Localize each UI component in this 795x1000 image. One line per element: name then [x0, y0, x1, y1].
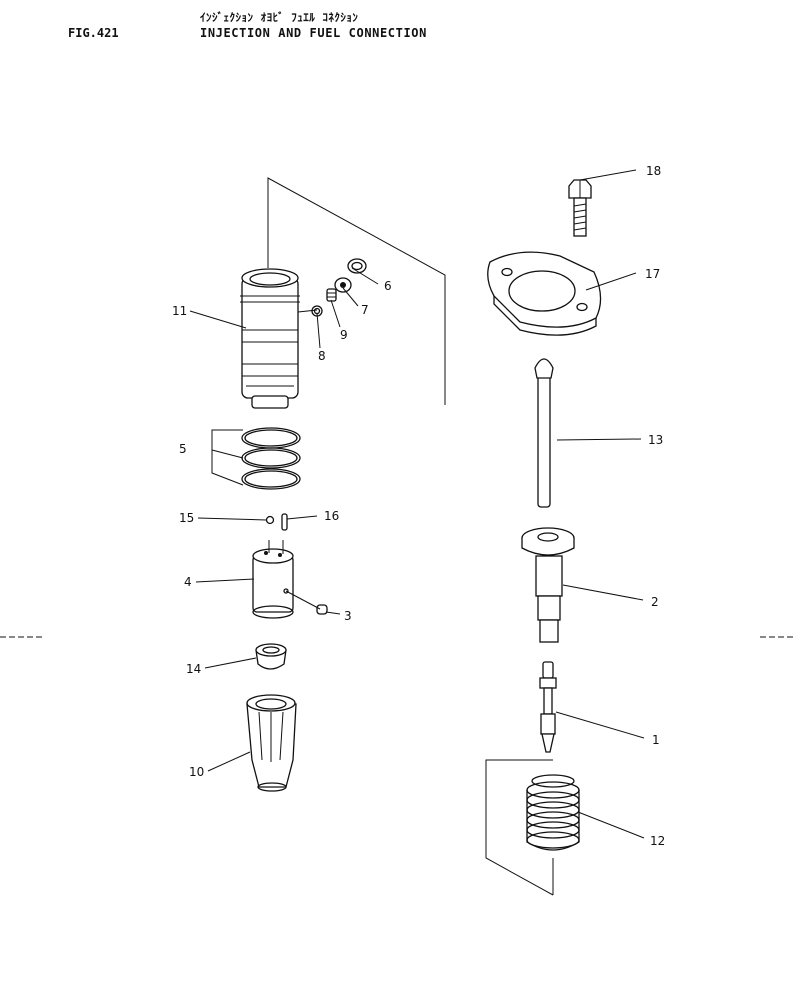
check-ball-seat-part — [334, 277, 352, 293]
group-line-left — [267, 177, 446, 405]
group-line-right — [485, 759, 554, 896]
callout-9: 9 — [340, 328, 348, 342]
callout-6: 6 — [384, 279, 392, 293]
leader-lines — [189, 169, 645, 839]
dowel-pin-part — [281, 513, 288, 531]
callout-15: 15 — [179, 511, 194, 525]
callout-17: 17 — [645, 267, 660, 281]
fitting-part — [326, 288, 337, 302]
callout-11: 11 — [172, 304, 187, 318]
callout-12: 12 — [650, 834, 665, 848]
callout-5: 5 — [179, 442, 187, 456]
retaining-nut-part — [246, 694, 297, 792]
callout-10: 10 — [189, 765, 204, 779]
callout-8: 8 — [318, 349, 326, 363]
figure-number: FIG.421 — [68, 26, 119, 40]
callout-4: 4 — [184, 575, 192, 589]
ball-part — [265, 515, 275, 525]
callout-14: 14 — [186, 662, 201, 676]
nozzle-body-part — [252, 540, 294, 619]
needle-valve-part — [539, 661, 557, 753]
plunger-guide-part — [521, 527, 575, 643]
callout-1: 1 — [652, 733, 660, 747]
push-rod-part — [534, 358, 554, 508]
callout-13: 13 — [648, 433, 663, 447]
small-plug-part — [316, 604, 328, 615]
figure-subtitle-kana: ｲﾝｼﾞｪｸｼｮﾝ ｵﾖﾋﾞ ﾌｭｴﾙ ｺﾈｸｼｮﾝ — [200, 11, 359, 24]
injector-barrel-part — [240, 268, 300, 409]
mounting-flange-part — [487, 251, 602, 336]
callout-3: 3 — [344, 609, 352, 623]
callout-16: 16 — [324, 509, 339, 523]
snap-ring-part — [347, 258, 367, 274]
spray-tip-part — [255, 643, 287, 670]
callout-7: 7 — [361, 303, 369, 317]
seal-rings-part — [241, 427, 301, 490]
coil-spring-part — [526, 774, 580, 851]
callout-2: 2 — [651, 595, 659, 609]
bolt-part — [568, 179, 592, 237]
callout-18: 18 — [646, 164, 661, 178]
figure-title: INJECTION AND FUEL CONNECTION — [200, 26, 427, 40]
